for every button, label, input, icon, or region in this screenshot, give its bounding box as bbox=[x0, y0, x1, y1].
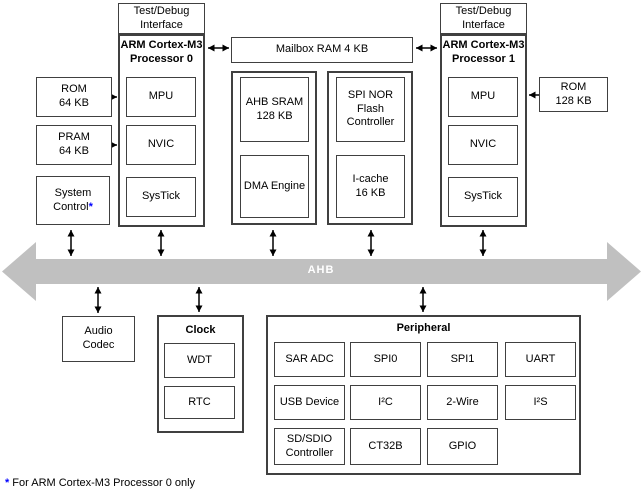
clock-title: Clock bbox=[185, 324, 216, 336]
dma-engine: DMA Engine bbox=[240, 155, 309, 218]
processor-0-title: ARM Cortex-M3 Processor 0 bbox=[120, 39, 203, 66]
ahb-sram-128kb: AHB SRAM 128 KB bbox=[240, 77, 309, 142]
mailbox-ram: Mailbox RAM 4 KB bbox=[231, 37, 413, 63]
peripheral-i2s: I²S bbox=[505, 385, 576, 420]
mpu-1: MPU bbox=[448, 77, 518, 117]
systick-1: SysTick bbox=[448, 177, 518, 217]
peripheral-i2c: I²C bbox=[350, 385, 421, 420]
systick-0: SysTick bbox=[126, 177, 196, 217]
peripheral-gpio: GPIO bbox=[427, 428, 498, 465]
nvic-1: NVIC bbox=[448, 125, 518, 165]
system-control: System Control* bbox=[36, 176, 110, 225]
peripheral-sar-adc: SAR ADC bbox=[274, 342, 345, 377]
nvic-0: NVIC bbox=[126, 125, 196, 165]
test-debug-interface-1: Test/Debug Interface bbox=[440, 3, 527, 34]
processor-1-title: ARM Cortex-M3 Processor 1 bbox=[442, 39, 525, 66]
audio-codec: Audio Codec bbox=[62, 316, 135, 362]
mpu-0: MPU bbox=[126, 77, 196, 117]
ahb-bus-label: AHB bbox=[307, 264, 335, 276]
test-debug-interface-0: Test/Debug Interface bbox=[118, 3, 205, 34]
spi-nor-flash-controller: SPI NOR Flash Controller bbox=[336, 77, 405, 142]
rom-64kb: ROM 64 KB bbox=[36, 77, 112, 117]
footnote-text: For ARM Cortex-M3 Processor 0 only bbox=[12, 477, 196, 489]
wdt: WDT bbox=[164, 343, 235, 378]
peripheral-usb-device: USB Device bbox=[274, 385, 345, 420]
icache-16kb: I-cache 16 KB bbox=[336, 155, 405, 218]
system-control-footnote-star: * bbox=[88, 200, 93, 213]
rom-128kb: ROM 128 KB bbox=[539, 77, 608, 112]
rtc: RTC bbox=[164, 386, 235, 419]
peripheral-uart: UART bbox=[505, 342, 576, 377]
footnote-star: * bbox=[5, 477, 10, 489]
peripheral-spi0: SPI0 bbox=[350, 342, 421, 377]
peripheral-title: Peripheral bbox=[396, 322, 451, 334]
peripheral-spi1: SPI1 bbox=[427, 342, 498, 377]
footnote: *For ARM Cortex-M3 Processor 0 only bbox=[5, 477, 195, 490]
ahb-bus-arrow bbox=[2, 242, 641, 301]
peripheral-sd-sdio-controller: SD/SDIO Controller bbox=[274, 428, 345, 465]
pram-64kb: PRAM 64 KB bbox=[36, 125, 112, 165]
peripheral-2wire: 2-Wire bbox=[427, 385, 498, 420]
peripheral-ct32b: CT32B bbox=[350, 428, 421, 465]
